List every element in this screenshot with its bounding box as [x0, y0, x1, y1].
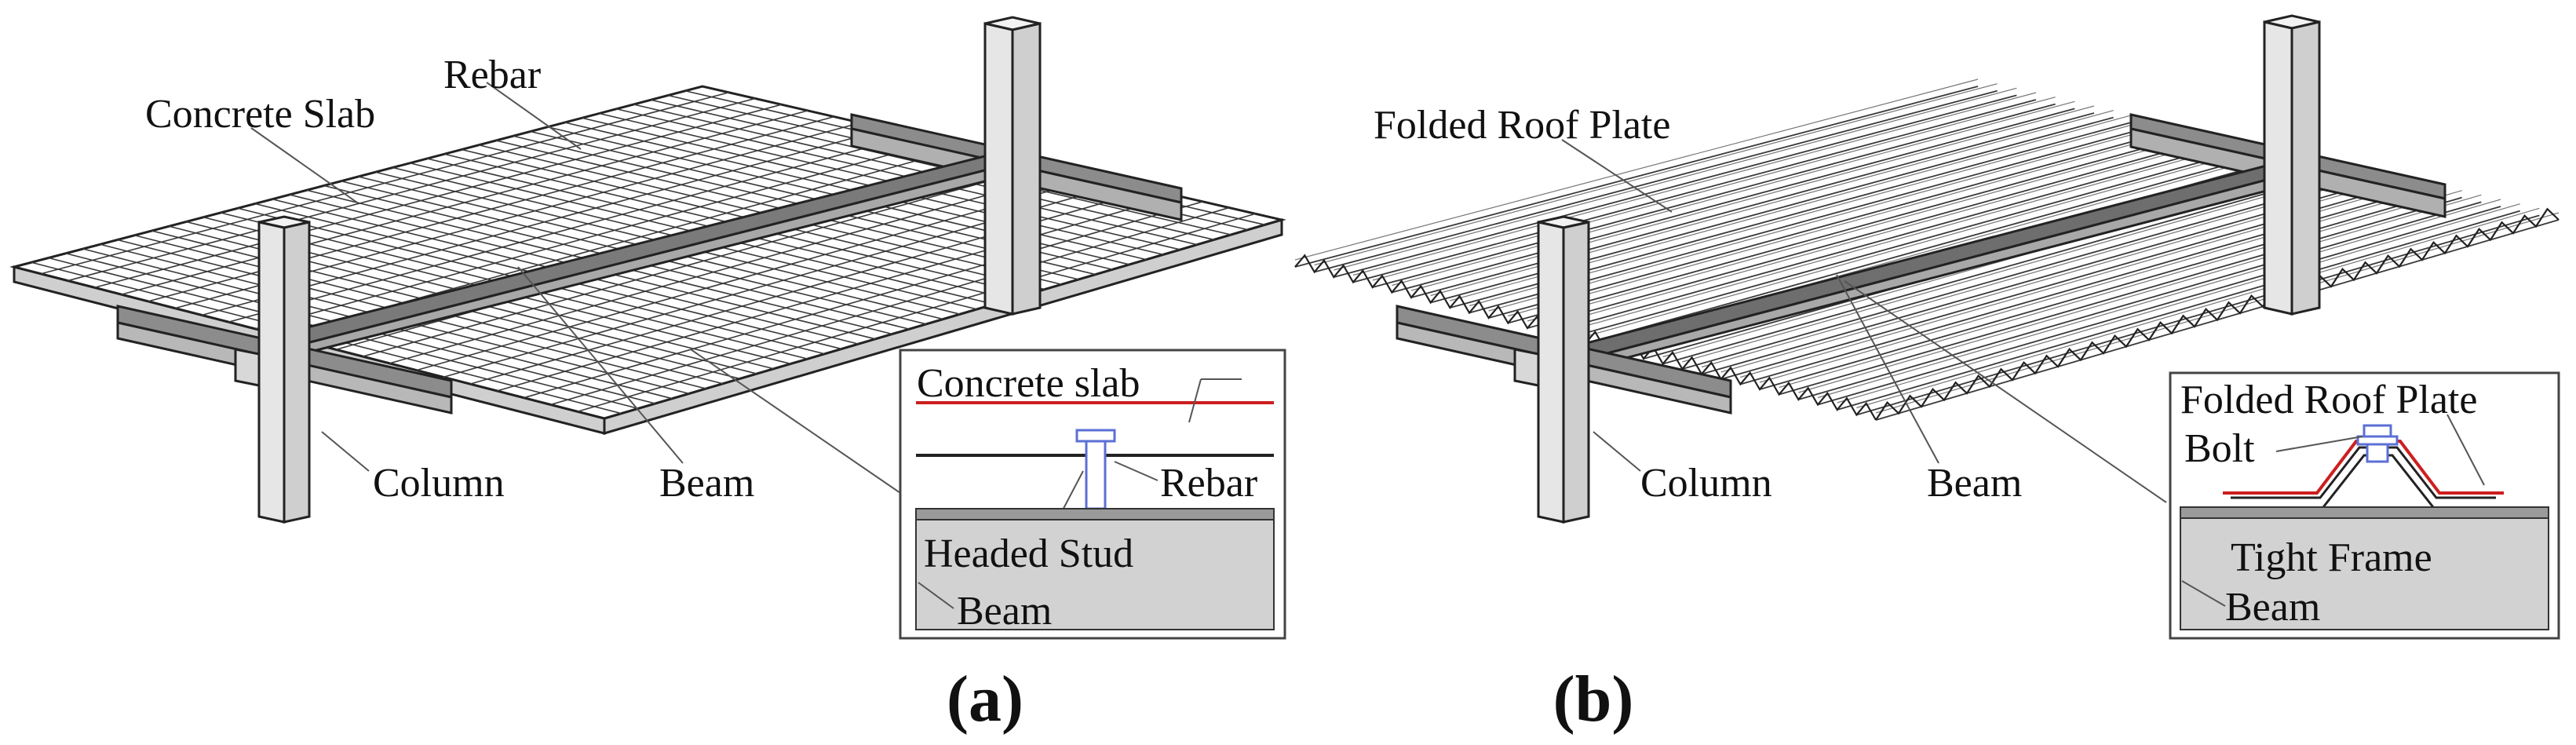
roof-rib-crest — [1546, 137, 2230, 327]
rebar-bar — [121, 110, 808, 295]
roof-rib-crest — [1682, 167, 2366, 363]
label-beam-b: Beam — [1927, 461, 2022, 506]
column-back — [983, 16, 1042, 316]
detail-inset-b: Folded Roof Plate Bolt Tight Frame Beam — [2169, 371, 2560, 640]
beam-flange-b — [2180, 506, 2549, 519]
roof-rib — [1314, 89, 1998, 273]
roof-rib-crest — [1294, 79, 1979, 261]
roof-rib-crest — [1566, 141, 2249, 332]
roof-rib-crest — [1527, 132, 2211, 322]
label-concrete-slab: Concrete Slab — [145, 92, 375, 137]
roof-rib — [1856, 214, 2540, 416]
rebar-bar — [550, 206, 1230, 406]
roof-rib — [1662, 170, 2346, 365]
roof-rib-crest — [1856, 207, 2540, 409]
rebar-bar — [68, 97, 756, 282]
roof-rib — [1508, 134, 2191, 324]
column-front — [257, 215, 311, 524]
roof-rib — [1682, 174, 2366, 370]
roof-rib — [1334, 94, 2017, 278]
rebar-bar — [228, 134, 914, 323]
roof-rib — [1352, 99, 2037, 283]
roof-rib-crest — [1352, 92, 2037, 276]
panel-b: Folded Roof Plate Column Beam Folded Roo… — [1294, 14, 2560, 736]
beam-body-a — [915, 519, 1275, 630]
roof-rib-crest — [1372, 97, 2056, 281]
label-beam: Beam — [659, 461, 754, 506]
detail-label-beam: Beam — [957, 589, 1052, 634]
caption-a: (a) — [947, 663, 1023, 736]
rebar-bar — [94, 104, 782, 289]
panel-a: Concrete Slab Rebar Column Beam Concrete… — [9, 16, 1286, 736]
rebar-bar — [202, 128, 888, 316]
roof-rib-crest — [1410, 105, 2095, 291]
label-folded-roof-plate: Folded Roof Plate — [1374, 103, 1670, 148]
beam-flange-a — [915, 508, 1275, 520]
roof-rib — [1546, 143, 2230, 334]
rebar-bar — [40, 91, 729, 275]
roof-rib — [1779, 196, 2462, 396]
roof-rib — [1817, 206, 2501, 406]
label-rebar: Rebar — [443, 53, 541, 97]
leader-lines-a — [250, 82, 903, 495]
bolt — [2356, 424, 2399, 463]
detail-label-folded-roof-plate: Folded Roof Plate — [2180, 378, 2477, 422]
roof-rib-crest — [1488, 123, 2172, 312]
rebar-bar — [363, 164, 1045, 357]
label-column: Column — [373, 461, 505, 506]
roof-rib-crest — [1314, 83, 1998, 266]
roof-rib-crest — [1798, 194, 2482, 393]
roof-rib — [1527, 139, 2211, 329]
column-back-b — [2263, 14, 2321, 316]
roof-rib — [1410, 112, 2095, 298]
roof-rib-crest — [1334, 87, 2017, 271]
roof-rib-crest — [1779, 190, 2462, 389]
roof-rib — [1488, 130, 2172, 319]
rebar-bar — [577, 213, 1256, 412]
roof-rib — [1759, 192, 2443, 390]
roof-rib — [1294, 86, 1979, 268]
rebar-bar — [497, 195, 1177, 392]
roof-rib — [1585, 152, 2269, 345]
roof-rib-crest — [1585, 145, 2269, 338]
detail-label-rebar: Rebar — [1160, 461, 1257, 506]
column-front-b — [1537, 215, 1590, 524]
detail-label-tight-frame: Tight Frame — [2231, 535, 2432, 580]
beam-body-b — [2180, 517, 2549, 630]
caption-b: (b) — [1553, 663, 1634, 736]
roof-rib — [1566, 148, 2249, 339]
detail-label-concrete-slab: Concrete slab — [917, 361, 1140, 406]
roof-rib-crest — [1817, 199, 2501, 399]
rebar-bar — [389, 170, 1071, 364]
roof-rib-crest — [1875, 212, 2560, 414]
roof-rib-crest — [1759, 185, 2443, 383]
detail-label-beam-b: Beam — [2225, 585, 2320, 630]
roof-rib — [1798, 201, 2482, 400]
detail-label-bolt: Bolt — [2184, 426, 2255, 471]
detail-label-headed-stud: Headed Stud — [924, 531, 1133, 576]
label-column-b: Column — [1640, 461, 1772, 506]
rebar-bar — [255, 140, 940, 330]
leader-lines-b — [1561, 139, 2167, 503]
roof-rib — [1372, 103, 2056, 288]
detail-inset-a: Concrete slab Rebar Headed Stud Beam — [899, 349, 1286, 640]
roof-side-edge — [1875, 207, 2560, 421]
roof-rib — [1837, 210, 2520, 411]
roof-rib — [1392, 108, 2075, 294]
roof-rib-crest — [1392, 100, 2075, 287]
roof-rib-crest — [1837, 203, 2520, 404]
roof-rib-crest — [1508, 127, 2191, 317]
rebar-bar — [524, 201, 1203, 399]
